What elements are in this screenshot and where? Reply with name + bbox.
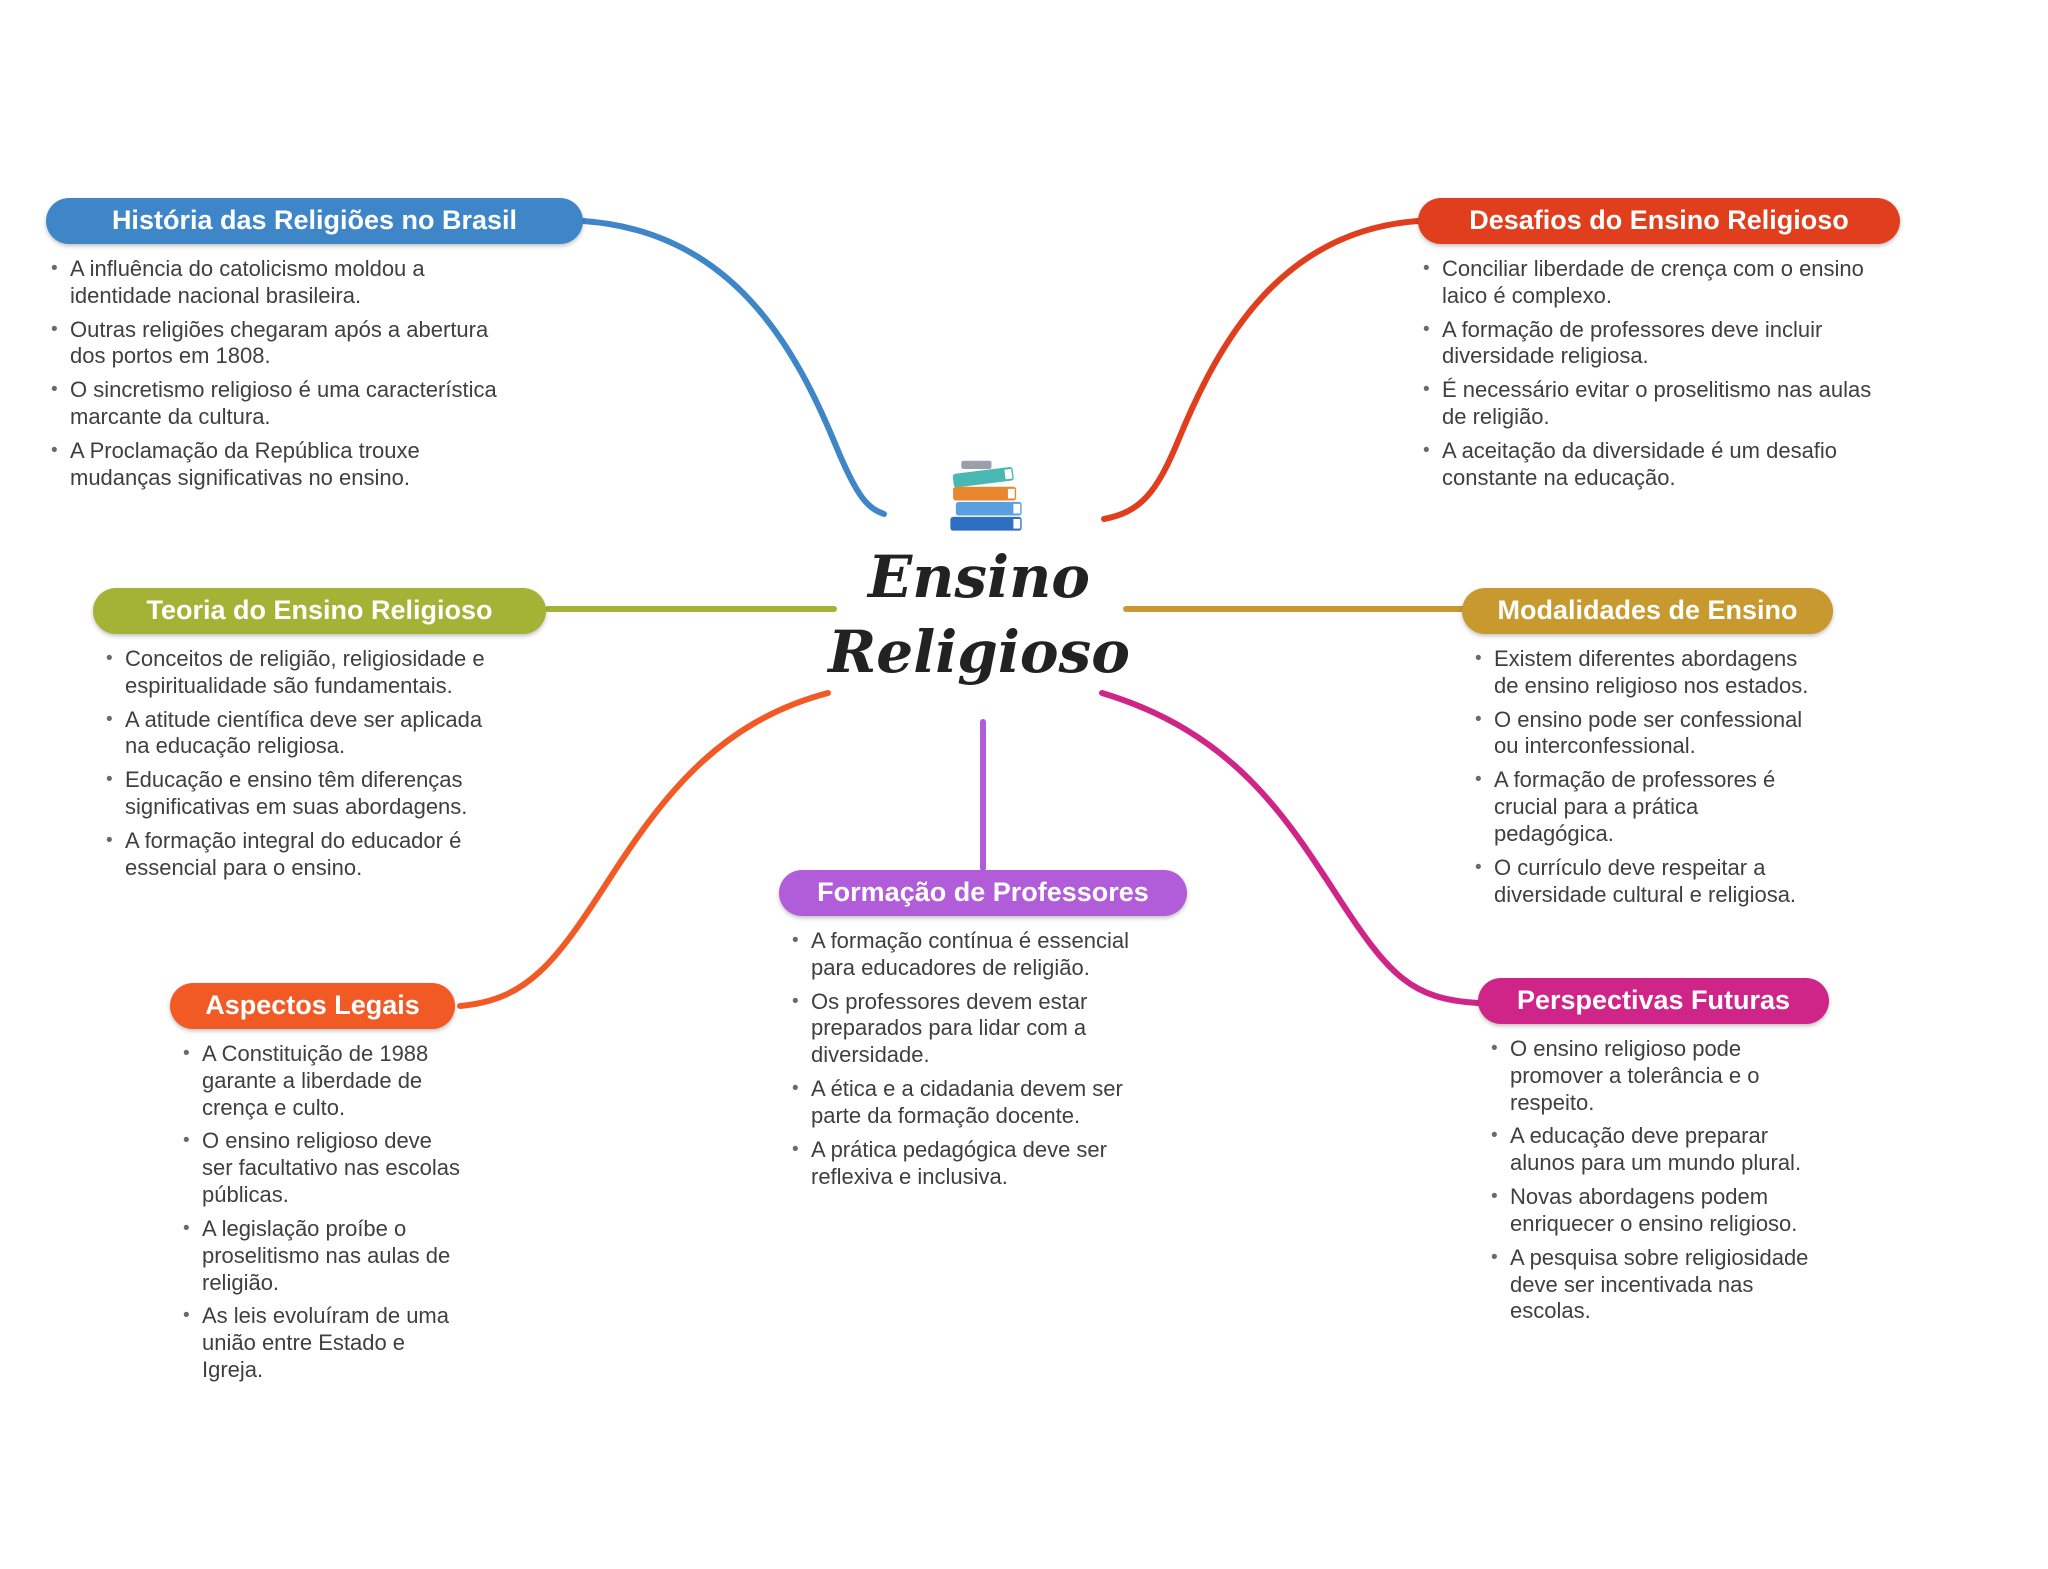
bullet-item: A pesquisa sobre religiosidade deve ser … bbox=[1486, 1245, 1816, 1325]
bullet-item: A influência do catolicismo moldou a ide… bbox=[46, 256, 516, 310]
bullet-item: A Constituição de 1988 garante a liberda… bbox=[178, 1041, 468, 1121]
bullet-item: A formação integral do educador é essenc… bbox=[101, 828, 496, 882]
node-title: Modalidades de Ensino bbox=[1497, 595, 1798, 625]
bullet-item: Educação e ensino têm diferenças signifi… bbox=[101, 767, 496, 821]
bullet-item: A educação deve preparar alunos para um … bbox=[1486, 1123, 1816, 1177]
node-perspectivas-header[interactable]: Perspectivas Futuras bbox=[1478, 978, 1829, 1024]
bullet-item: A formação de professores é crucial para… bbox=[1470, 767, 1810, 847]
bullet-item: A atitude científica deve ser aplicada n… bbox=[101, 707, 496, 761]
bullet-item: Os professores devem estar preparados pa… bbox=[787, 989, 1152, 1069]
node-formacao-bullets: A formação contínua é essencial para edu… bbox=[787, 928, 1152, 1190]
node-title: Perspectivas Futuras bbox=[1516, 985, 1791, 1015]
node-teoria-bullets: Conceitos de religião, religiosidade e e… bbox=[101, 646, 496, 882]
node-teoria-header[interactable]: Teoria do Ensino Religioso bbox=[93, 588, 546, 634]
connector-aspectos-legais bbox=[457, 690, 831, 1009]
node-perspectivas-futuras: Perspectivas Futuras O ensino religioso … bbox=[1478, 978, 1838, 1332]
bullet-item: A Proclamação da República trouxe mudanç… bbox=[46, 438, 516, 492]
bullet-item: A ética e a cidadania devem ser parte da… bbox=[787, 1076, 1152, 1130]
connector-perspectivas bbox=[1099, 690, 1481, 1006]
node-title: Teoria do Ensino Religioso bbox=[146, 595, 493, 625]
central-topic[interactable]: Ensino Religioso bbox=[809, 540, 1149, 691]
bullet-item: O currículo deve respeitar a diversidade… bbox=[1470, 855, 1810, 909]
node-aspectos-legais: Aspectos Legais A Constituição de 1988 g… bbox=[170, 983, 470, 1391]
node-title: Formação de Professores bbox=[817, 877, 1149, 907]
node-desafios-bullets: Conciliar liberdade de crença com o ensi… bbox=[1418, 256, 1888, 492]
bullet-item: É necessário evitar o proselitismo nas a… bbox=[1418, 377, 1888, 431]
node-perspectivas-bullets: O ensino religioso pode promover a toler… bbox=[1486, 1036, 1816, 1325]
bullet-item: A prática pedagógica deve ser reflexiva … bbox=[787, 1137, 1152, 1191]
central-topic-line1: Ensino bbox=[868, 543, 1090, 611]
node-historia-header[interactable]: História das Religiões no Brasil bbox=[46, 198, 583, 244]
bullet-item: O ensino religioso pode promover a toler… bbox=[1486, 1036, 1816, 1116]
node-historia-bullets: A influência do catolicismo moldou a ide… bbox=[46, 256, 516, 492]
connector-desafios bbox=[1101, 218, 1421, 522]
node-desafios: Desafios do Ensino Religioso Conciliar l… bbox=[1418, 198, 1918, 499]
node-historia-das-religioes: História das Religiões no Brasil A influ… bbox=[46, 198, 591, 499]
bullet-item: Novas abordagens podem enriquecer o ensi… bbox=[1486, 1184, 1816, 1238]
connector-historia bbox=[580, 218, 887, 517]
bullet-item: A aceitação da diversidade é um desafio … bbox=[1418, 438, 1888, 492]
bullet-item: Outras religiões chegaram após a abertur… bbox=[46, 317, 516, 371]
bullet-item: A formação contínua é essencial para edu… bbox=[787, 928, 1152, 982]
node-title: Desafios do Ensino Religioso bbox=[1469, 205, 1849, 235]
central-topic-line2: Religioso bbox=[828, 618, 1130, 687]
bullet-item: Conciliar liberdade de crença com o ensi… bbox=[1418, 256, 1888, 310]
books-icon bbox=[950, 460, 1022, 531]
node-title: História das Religiões no Brasil bbox=[111, 205, 518, 235]
bullet-item: O ensino religioso deve ser facultativo … bbox=[178, 1128, 468, 1208]
node-title: Aspectos Legais bbox=[205, 990, 420, 1020]
bullet-item: A formação de professores deve incluir d… bbox=[1418, 317, 1888, 371]
node-formacao-professores: Formação de Professores A formação contí… bbox=[779, 870, 1199, 1197]
node-aspectos-legais-header[interactable]: Aspectos Legais bbox=[170, 983, 455, 1029]
node-teoria: Teoria do Ensino Religioso Conceitos de … bbox=[93, 588, 553, 889]
node-modalidades-header[interactable]: Modalidades de Ensino bbox=[1462, 588, 1833, 634]
bullet-item: A legislação proíbe o proselitismo nas a… bbox=[178, 1216, 468, 1296]
bullet-item: O ensino pode ser confessional ou interc… bbox=[1470, 707, 1810, 761]
bullet-item: Existem diferentes abordagens de ensino … bbox=[1470, 646, 1810, 700]
node-formacao-header[interactable]: Formação de Professores bbox=[779, 870, 1187, 916]
node-aspectos-legais-bullets: A Constituição de 1988 garante a liberda… bbox=[178, 1041, 468, 1384]
bullet-item: O sincretismo religioso é uma caracterís… bbox=[46, 377, 516, 431]
bullet-item: Conceitos de religião, religiosidade e e… bbox=[101, 646, 496, 700]
node-desafios-header[interactable]: Desafios do Ensino Religioso bbox=[1418, 198, 1900, 244]
node-modalidades-bullets: Existem diferentes abordagens de ensino … bbox=[1470, 646, 1810, 908]
node-modalidades: Modalidades de Ensino Existem diferentes… bbox=[1462, 588, 1842, 915]
bullet-item: As leis evoluíram de uma união entre Est… bbox=[178, 1303, 468, 1383]
